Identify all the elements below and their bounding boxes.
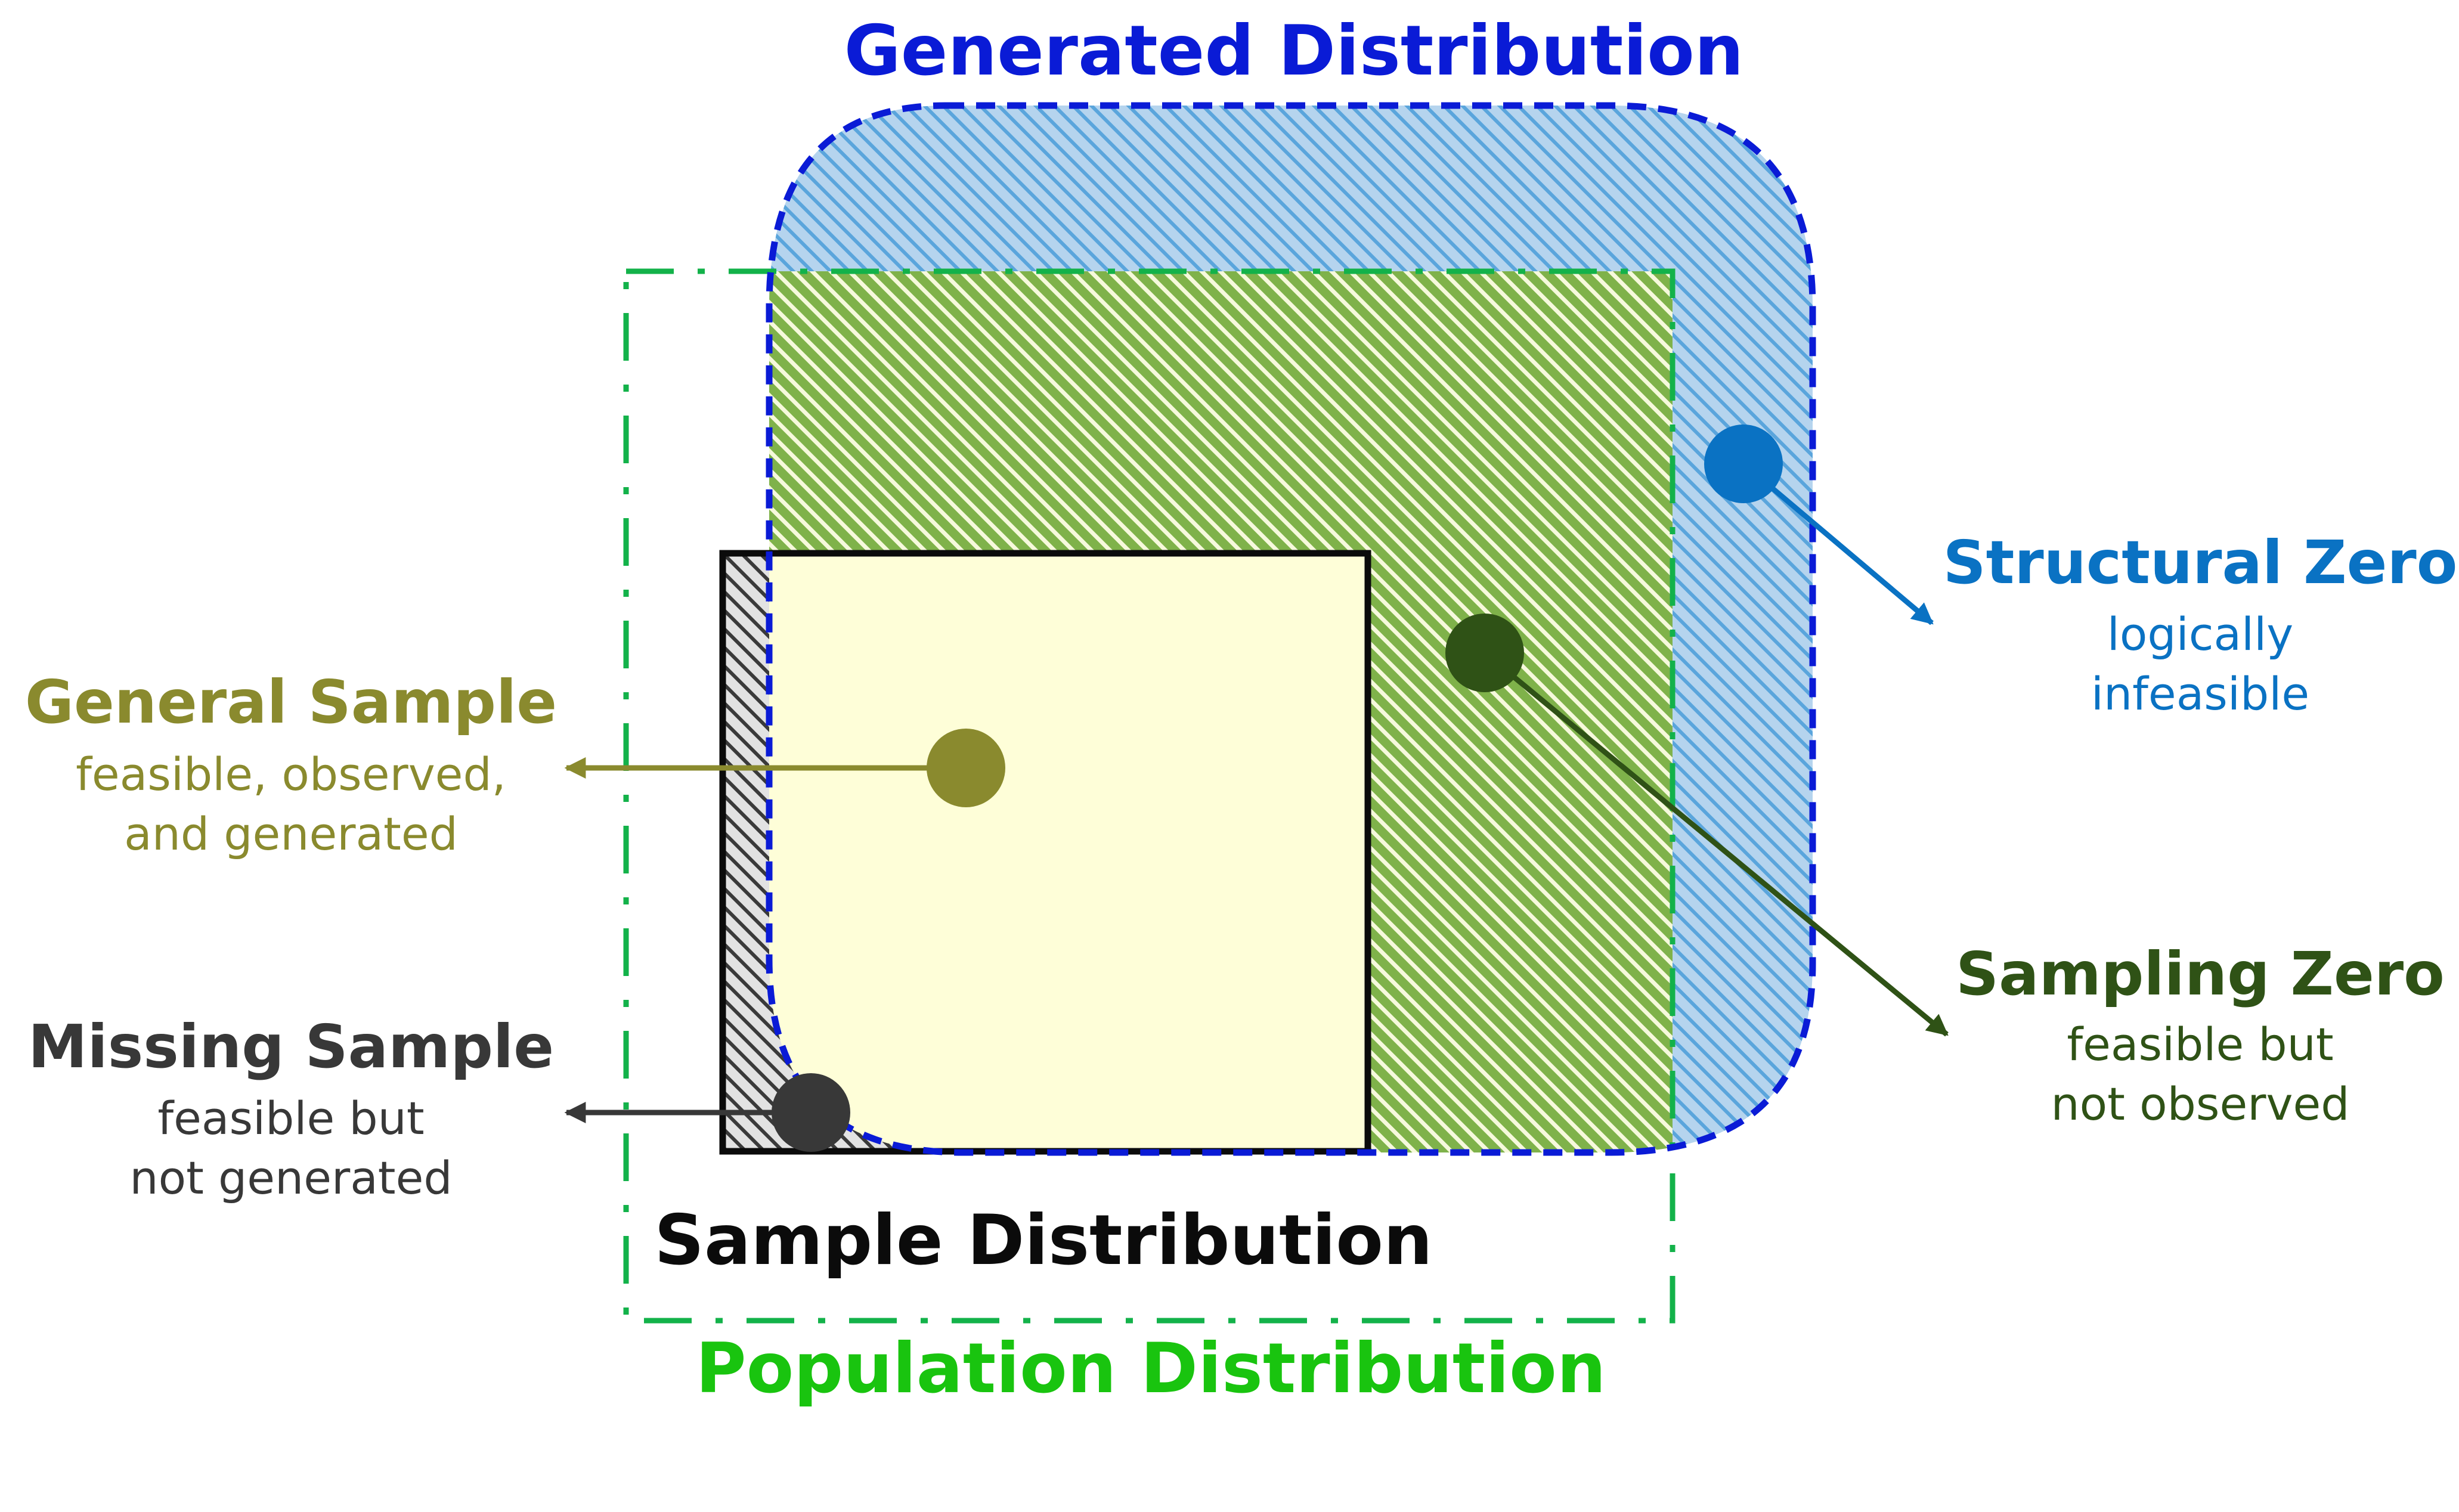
general-sample-desc-line2: and generated [124,807,458,860]
general-sample-marker-icon [927,729,1005,807]
general-sample-title: General Sample [25,667,557,737]
structural-zero-desc-line2: infeasible [2091,667,2309,720]
generated-distribution-border [766,102,1816,1156]
sampling-zero-desc-line2: not observed [2051,1077,2350,1130]
missing-sample-desc-line1: feasible but [157,1092,424,1145]
structural-zero-marker-icon [1704,425,1783,503]
sampling-zero-arrow-icon [1483,650,1949,1037]
structural-zero-desc-line1: logically [2107,608,2294,661]
sampling-zero-marker-icon [1445,614,1524,692]
missing-sample-desc-line2: not generated [129,1151,452,1204]
missing-sample-title: Missing Sample [28,1012,554,1082]
sampling-zero-title: Sampling Zero [1956,939,2445,1009]
sampling-zero-desc-line1: feasible but [2067,1018,2333,1071]
structural-zero-title: Structural Zero [1943,528,2458,597]
structural-zero-arrow-icon [1742,461,1934,625]
missing-sample-marker-icon [772,1073,850,1152]
population-distribution-border [623,268,1676,1324]
general-sample-region [769,553,1368,1151]
sample-distribution-label: Sample Distribution [654,1200,1432,1281]
sample-distribution-border [719,550,1371,1155]
generated-distribution-label: Generated Distribution [844,11,1744,91]
population-distribution-label: Population Distribution [696,1328,1606,1409]
general-sample-desc-line1: feasible, observed, [76,748,506,801]
